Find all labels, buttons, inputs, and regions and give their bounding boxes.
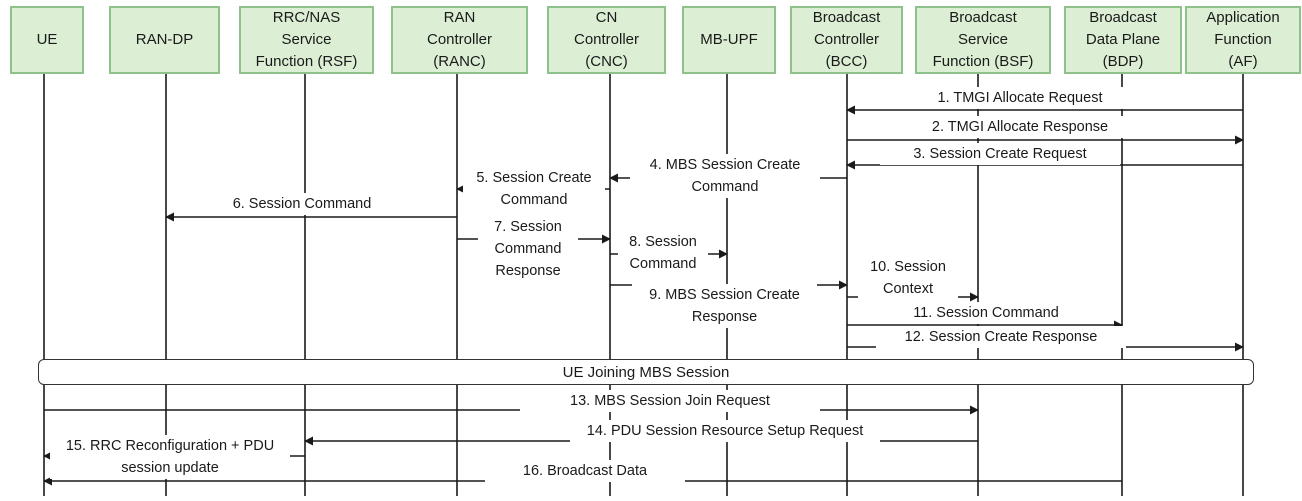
- entity-label: RAN Controller (RANC): [426, 9, 493, 70]
- message-label-13: 13. MBS Session Join Request: [520, 390, 820, 412]
- message-label-6: 6. Session Command: [206, 193, 398, 215]
- entity-label: Broadcast Controller (BCC): [812, 9, 881, 70]
- entity-label: RAN-DP: [135, 31, 194, 48]
- ue-joining-banner: UE Joining MBS Session: [38, 359, 1254, 385]
- entity-af: Application Function (AF): [1185, 6, 1301, 74]
- message-label-7: 7. Session Command Response: [478, 216, 578, 282]
- entity-label: Application Function (AF): [1206, 9, 1280, 70]
- entity-label: Broadcast Data Plane (BDP): [1085, 9, 1161, 70]
- message-label-14: 14. PDU Session Resource Setup Request: [570, 420, 880, 442]
- message-label-8: 8. Session Command: [618, 231, 708, 275]
- message-label-11: 11. Session Command: [886, 302, 1086, 324]
- entity-ran: RAN-DP: [109, 6, 220, 74]
- message-label-2: 2. TMGI Allocate Response: [900, 116, 1140, 138]
- message-label-15: 15. RRC Reconfiguration + PDU session up…: [50, 435, 290, 479]
- message-label-12: 12. Session Create Response: [876, 326, 1126, 348]
- message-label-1: 1. TMGI Allocate Request: [900, 87, 1140, 109]
- entity-cnc: CN Controller (CNC): [547, 6, 666, 74]
- entity-label: CN Controller (CNC): [573, 9, 640, 70]
- entity-bsf: Broadcast Service Function (BSF): [915, 6, 1051, 74]
- entity-bdp: Broadcast Data Plane (BDP): [1064, 6, 1182, 74]
- entity-rsf: RRC/NAS Service Function (RSF): [239, 6, 374, 74]
- message-label-16: 16. Broadcast Data: [485, 460, 685, 482]
- message-label-5: 5. Session Create Command: [463, 167, 605, 211]
- entity-label: MB-UPF: [700, 31, 758, 48]
- message-label-9: 9. MBS Session Create Response: [632, 284, 817, 328]
- entity-bcc: Broadcast Controller (BCC): [790, 6, 903, 74]
- entity-upf: MB-UPF: [682, 6, 776, 74]
- entity-ue: UE: [10, 6, 84, 74]
- entity-label: UE: [36, 31, 58, 48]
- entity-label: Broadcast Service Function (BSF): [932, 9, 1034, 70]
- banner-label: UE Joining MBS Session: [562, 363, 730, 381]
- message-label-10: 10. Session Context: [858, 256, 958, 300]
- entity-ranc: RAN Controller (RANC): [391, 6, 528, 74]
- entity-label: RRC/NAS Service Function (RSF): [255, 9, 358, 70]
- message-label-4: 4. MBS Session Create Command: [630, 154, 820, 198]
- message-label-3: 3. Session Create Request: [880, 143, 1120, 165]
